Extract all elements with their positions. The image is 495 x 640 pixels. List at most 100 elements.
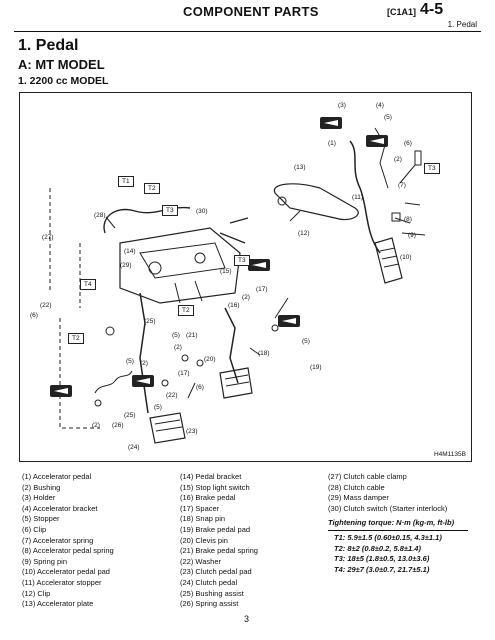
callout-15: (15) [220,268,232,275]
list-item: (28) Clutch cable [328,482,385,492]
list-item: (2) Bushing [22,482,61,492]
callout-2c: (2) [174,344,182,351]
parts-list-col2: (14) Pedal bracket (15) Stop light switc… [180,472,258,610]
callout-6b: (6) [30,312,38,319]
callout-8: (8) [404,216,412,223]
header-page: 4-5 [420,1,444,18]
callout-23: (23) [186,428,198,435]
list-item: (16) Brake pedal [180,493,236,503]
callout-30: (30) [196,208,208,215]
pedal-assembly-drawing [49,117,426,444]
torque-tag: T3 [234,255,250,267]
list-item: (22) Washer [180,556,221,566]
callout-20: (20) [204,356,216,363]
callout-16: (16) [228,302,240,309]
list-item: (8) Accelerator pedal spring [22,546,114,556]
torque-tag: T3 [424,163,440,175]
figure-id: H4M1135B [433,451,466,458]
torque-tag: T2 [178,305,194,317]
page-number: 3 [244,614,250,624]
torque-tag: T2 [144,183,160,195]
callout-5b: (5) [172,332,180,339]
torque-value: T2: 8±2 (0.8±0.2, 5.8±1.4) [334,543,421,553]
callout-2b: (2) [242,294,250,301]
callout-27: (27) [42,234,54,241]
callout-6c: (6) [196,384,204,391]
callout-21: (21) [186,332,198,339]
list-item: (23) Clutch pedal pad [180,567,252,577]
subsection-heading: A: MT MODEL [18,57,105,72]
callout-5e: (5) [154,404,162,411]
callout-6: (6) [404,140,412,147]
callout-3: (3) [338,102,346,109]
list-item: (19) Brake pedal pad [180,524,251,534]
list-item: (11) Accelerator stopper [22,577,102,587]
torque-tag: T4 [80,279,96,291]
callout-9: (9) [408,232,416,239]
callout-2d: (2) [140,360,148,367]
list-item: (26) Spring assist [180,599,239,609]
callout-2: (2) [394,156,402,163]
callout-29: (29) [120,262,132,269]
list-item: (5) Stopper [22,514,60,524]
callout-1: (1) [328,140,336,147]
torque-value: T4: 29±7 (3.0±0.7, 21.7±5.1) [334,564,430,574]
callout-28: (28) [94,212,106,219]
torque-heading: Tightening torque: N·m (kg-m, ft-lb) [328,518,468,531]
callout-14: (14) [124,248,136,255]
callout-10: (10) [400,254,412,261]
torque-tag: T3 [162,205,178,217]
callout-25b: (25) [124,412,136,419]
callout-19: (19) [310,364,322,371]
callout-12: (12) [298,230,310,237]
header-title: COMPONENT PARTS [183,4,319,19]
list-item: (27) Clutch cable clamp [328,472,407,481]
callout-24: (24) [128,444,140,451]
torque-tag: T1 [118,176,134,188]
list-item: (30) Clutch switch (Starter interlock) [328,503,448,513]
list-item: (17) Spacer [180,503,220,513]
callout-5d: (5) [126,358,134,365]
callout-13: (13) [294,164,306,171]
list-item: (25) Bushing assist [180,588,244,598]
torque-value: T3: 18±5 (1.8±0.5, 13.0±3.6) [334,554,430,564]
callout-4: (4) [376,102,384,109]
callout-2e: (2) [92,422,100,429]
list-item: (15) Stop light switch [180,482,250,492]
list-item: (1) Accelerator pedal [22,472,92,481]
torque-tag: T2 [68,333,84,345]
header-subtitle: 1. Pedal [447,20,477,29]
callout-5: (5) [384,114,392,121]
callout-7: (7) [398,182,406,189]
list-item: (13) Accelerator plate [22,599,94,609]
list-item: (3) Holder [22,493,56,503]
list-item: (14) Pedal bracket [180,472,242,481]
header-code: [C1A1] [387,7,417,17]
model-heading: 1. 2200 cc MODEL [18,75,109,87]
callout-11: (11) [352,194,364,201]
list-item: (4) Accelerator bracket [22,503,98,513]
callout-5c: (5) [302,338,310,345]
list-item: (21) Brake pedal spring [180,546,258,556]
callout-17b: (17) [178,370,190,377]
callout-18: (18) [258,350,270,357]
parts-list-col3: (27) Clutch cable clamp (28) Clutch cabl… [328,472,468,575]
list-item: (18) Snap pin [180,514,226,524]
torque-value: T1: 5.9±1.5 (0.60±0.15, 4.3±1.1) [334,532,442,542]
callout-26: (26) [112,422,124,429]
callout-25: (25) [144,318,156,325]
list-item: (9) Spring pin [22,556,68,566]
list-item: (29) Mass damper [328,493,389,503]
list-item: (7) Accelerator spring [22,535,94,545]
list-item: (24) Clutch pedal [180,577,238,587]
list-item: (20) Clevis pin [180,535,228,545]
list-item: (12) Clip [22,588,51,598]
callout-17: (17) [256,286,268,293]
callout-22b: (22) [166,392,178,399]
list-item: (10) Accelerator pedal pad [22,567,110,577]
header-rule [14,31,481,32]
parts-list-col1: (1) Accelerator pedal (2) Bushing (3) Ho… [22,472,114,610]
list-item: (6) Clip [22,524,47,534]
exploded-diagram: T1 T2 T3 T3 T3 T4 T2 T2 (3) (4) (5) (1) … [19,92,472,462]
callout-22: (22) [40,302,52,309]
